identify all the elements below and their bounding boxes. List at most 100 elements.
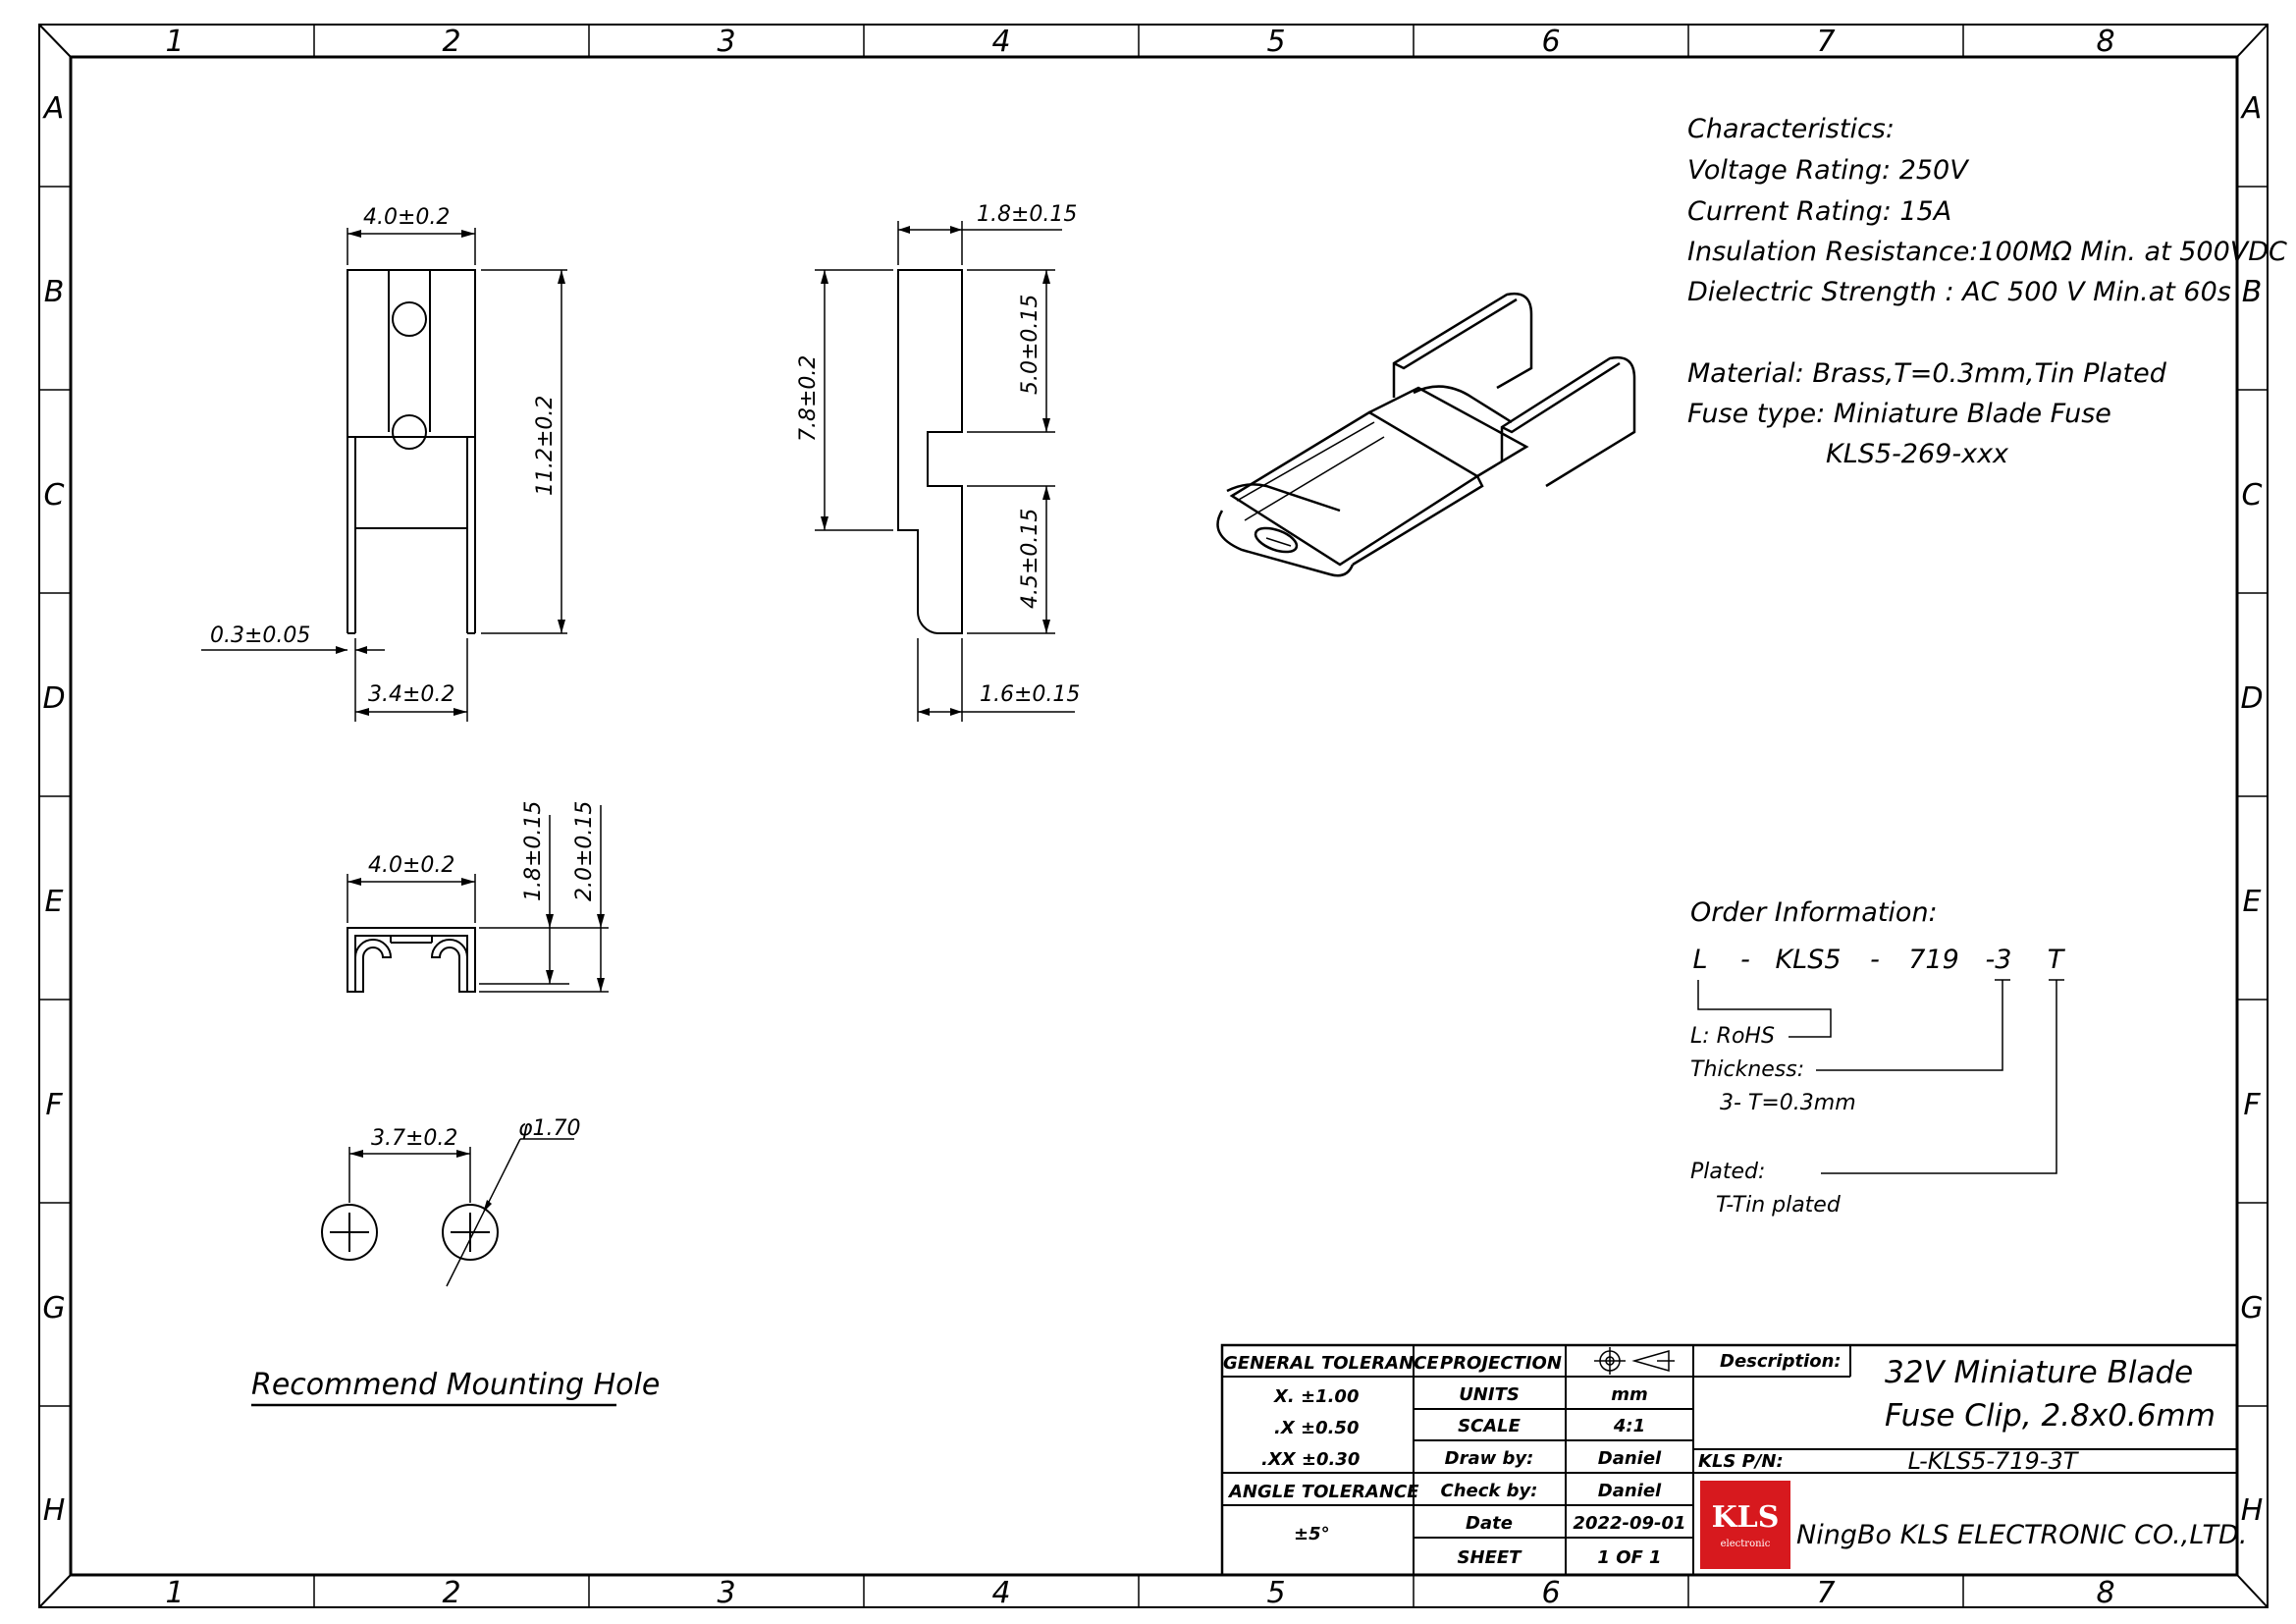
scale-value: 4:1: [1613, 1416, 1645, 1436]
row-label-g: G: [42, 1291, 65, 1326]
description-line-2: Fuse Clip, 2.8x0.6mm: [1885, 1398, 2216, 1434]
dim-front-width: 4.0±0.2: [363, 205, 450, 230]
dim-bottom-width: 4.0±0.2: [368, 853, 454, 878]
scale-label: SCALE: [1458, 1416, 1522, 1436]
order-part-3: -3: [1986, 945, 2012, 975]
material: Material: Brass,T=0.3mm,Tin Plated: [1687, 358, 2167, 389]
order-part-l: L: [1692, 945, 1707, 975]
check-by-value: Daniel: [1598, 1481, 1662, 1501]
col-label-5-bottom: 5: [1266, 1576, 1285, 1610]
row-label-a-right: A: [2240, 91, 2263, 126]
logo-subtext: electronic: [1721, 1539, 1771, 1549]
col-label-4-bottom: 4: [991, 1576, 1010, 1610]
dim-hole-diameter: φ1.70: [518, 1116, 581, 1141]
angle-tolerance-value: ±5°: [1294, 1524, 1330, 1544]
date-value: 2022-09-01: [1573, 1513, 1685, 1534]
row-label-f: F: [45, 1088, 63, 1122]
current-rating: Current Rating: 15A: [1687, 196, 1951, 227]
sheet-label: SHEET: [1458, 1547, 1523, 1568]
row-label-b-right: B: [2242, 275, 2263, 309]
row-label-a: A: [42, 91, 65, 126]
angle-tolerance-label: ANGLE TOLERANCE: [1227, 1482, 1419, 1502]
pn-label: KLS P/N:: [1698, 1451, 1784, 1472]
sheet-value: 1 OF 1: [1597, 1547, 1661, 1568]
col-label-1-bottom: 1: [165, 1576, 184, 1610]
fuse-type: Fuse type: Miniature Blade Fuse: [1687, 399, 2111, 429]
mounting-holes: [251, 1138, 616, 1407]
row-label-d: D: [42, 681, 65, 716]
title-block: [1220, 1343, 2239, 1577]
row-label-d-right: D: [2240, 681, 2263, 716]
row-label-h-right: H: [2241, 1493, 2264, 1528]
characteristics-heading: Characteristics:: [1687, 114, 1895, 144]
dielectric-strength: Dielectric Strength : AC 500 V Min.at 60…: [1687, 277, 2231, 307]
col-label-6: 6: [1541, 25, 1560, 59]
general-tolerance-label: GENERAL TOLERANCE: [1223, 1353, 1439, 1374]
dim-thickness: 0.3±0.05: [210, 623, 310, 648]
dim-upper: 5.0±0.15: [1018, 295, 1042, 395]
order-plated-label: Plated:: [1690, 1160, 1765, 1184]
order-plated-value: T-Tin plated: [1716, 1193, 1842, 1218]
dim-front-height: 11.2±0.2: [533, 396, 558, 496]
dim-hole-pitch: 3.7±0.2: [371, 1126, 457, 1151]
col-label-1: 1: [165, 25, 184, 59]
tolerance-x: X. ±1.00: [1273, 1386, 1359, 1407]
order-part-kls5: KLS5: [1775, 945, 1841, 975]
units-value: mm: [1611, 1384, 1648, 1405]
dim-side-bottom: 1.6±0.15: [980, 682, 1080, 707]
check-by-label: Check by:: [1441, 1481, 1538, 1501]
order-leader-lines: [1697, 979, 2064, 1174]
col-label-2-bottom: 2: [442, 1576, 460, 1610]
dim-bottom-h1: 1.8±0.15: [521, 801, 546, 901]
fuse-model: KLS5-269-xxx: [1826, 439, 2009, 469]
col-label-8-bottom: 8: [2096, 1576, 2114, 1610]
mounting-hole-label: Recommend Mounting Hole: [251, 1368, 660, 1402]
kls-logo: KLS electronic: [1700, 1481, 1790, 1569]
order-dash-1: -: [1740, 945, 1750, 975]
draw-by-label: Draw by:: [1445, 1448, 1534, 1469]
row-label-c-right: C: [2242, 478, 2263, 513]
col-label-6-bottom: 6: [1541, 1576, 1560, 1610]
order-rohs: L: RoHS: [1690, 1024, 1775, 1049]
col-label-5: 5: [1266, 25, 1285, 59]
company-name: NingBo KLS ELECTRONIC CO.,LTD.: [1796, 1520, 2247, 1550]
col-label-3: 3: [717, 25, 735, 59]
col-label-4: 4: [991, 25, 1010, 59]
tolerance-xx: .X ±0.50: [1274, 1418, 1359, 1438]
row-label-b: B: [44, 275, 65, 309]
row-label-h: H: [43, 1493, 66, 1528]
outer-frame: [38, 24, 2269, 1608]
dim-side-height: 7.8±0.2: [796, 355, 821, 442]
order-part-719: 719: [1908, 945, 1959, 975]
col-label-7-bottom: 7: [1816, 1576, 1835, 1610]
dim-inner-width: 3.4±0.2: [368, 682, 454, 707]
projection-label: PROJECTION: [1440, 1353, 1562, 1374]
bottom-view: [347, 805, 609, 993]
front-view: [201, 228, 567, 722]
col-label-2: 2: [442, 25, 460, 59]
side-view: [815, 221, 1075, 722]
row-label-c: C: [44, 478, 65, 513]
order-dash-2: -: [1870, 945, 1880, 975]
order-thickness-value: 3- T=0.3mm: [1720, 1091, 1856, 1115]
units-label: UNITS: [1459, 1384, 1520, 1405]
order-thickness-label: Thickness:: [1690, 1057, 1804, 1082]
description-label: Description:: [1720, 1351, 1842, 1372]
row-label-g-right: G: [2240, 1291, 2263, 1326]
description-line-1: 32V Miniature Blade: [1885, 1355, 2193, 1390]
row-label-f-right: F: [2243, 1088, 2261, 1122]
col-label-8: 8: [2096, 25, 2114, 59]
date-label: Date: [1466, 1513, 1513, 1534]
dim-bottom-h2: 2.0±0.15: [572, 801, 597, 901]
logo-text: KLS: [1712, 1500, 1780, 1535]
insulation-resistance: Insulation Resistance:100MΩ Min. at 500V…: [1687, 237, 2287, 267]
pn-value: L-KLS5-719-3T: [1908, 1447, 2080, 1475]
order-part-t: T: [2048, 945, 2066, 975]
col-label-3-bottom: 3: [717, 1576, 735, 1610]
row-label-e-right: E: [2243, 885, 2262, 919]
inner-frame: [69, 55, 2239, 1577]
isometric-view: [1216, 292, 1636, 577]
tolerance-xxx: .XX ±0.30: [1261, 1449, 1360, 1470]
dim-lower: 4.5±0.15: [1018, 509, 1042, 609]
